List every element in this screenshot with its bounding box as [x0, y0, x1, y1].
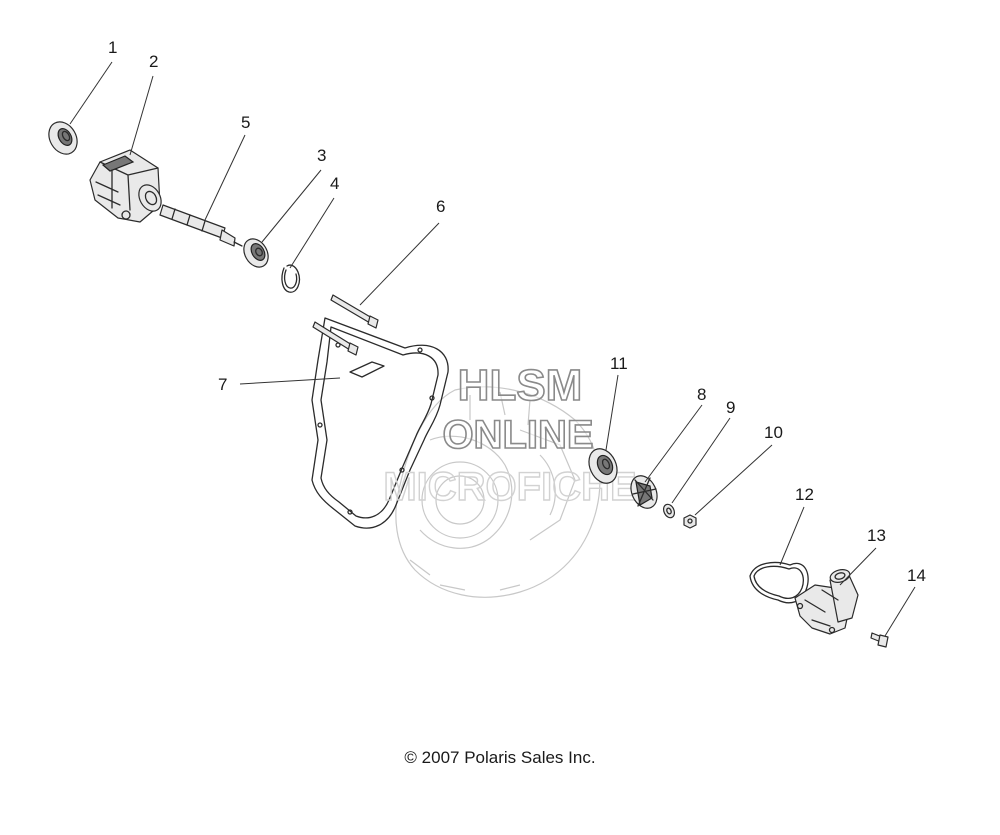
copyright-notice: © 2007 Polaris Sales Inc. [404, 748, 596, 767]
part-6-bolts [312, 294, 379, 356]
label-4: 4 [330, 174, 339, 193]
label-14: 14 [907, 566, 926, 585]
part-12-o-ring [749, 561, 809, 604]
part-11-seal [588, 448, 618, 484]
part-3-bearing [243, 238, 269, 268]
label-9: 9 [726, 398, 735, 417]
part-7-gasket [311, 317, 449, 529]
callout-labels: 1 2 3 4 5 6 7 8 9 10 11 12 13 14 [108, 38, 926, 585]
label-13: 13 [867, 526, 886, 545]
watermark-line2: ONLINE [442, 413, 593, 457]
part-1-seal [48, 121, 78, 155]
label-6: 6 [436, 197, 445, 216]
part-5-shaft [159, 204, 243, 247]
engine-crankcase-cover [395, 386, 601, 598]
label-10: 10 [764, 423, 783, 442]
watermark: HLSM ONLINE MICROFICHE [383, 360, 638, 510]
label-1: 1 [108, 38, 117, 57]
part-13-pump-cover [794, 569, 859, 635]
part-9-washer [662, 503, 676, 519]
part-4-snap-ring [281, 264, 301, 293]
label-5: 5 [241, 113, 250, 132]
label-2: 2 [149, 52, 158, 71]
part-10-nut [683, 514, 697, 529]
leader-lines [69, 61, 916, 637]
label-11: 11 [610, 354, 628, 373]
part-8-impeller [630, 475, 658, 509]
part-2-pump-housing [89, 149, 162, 223]
label-12: 12 [795, 485, 814, 504]
part-14-bolt [870, 632, 889, 648]
label-3: 3 [317, 146, 326, 165]
watermark-line1: HLSM [458, 361, 583, 410]
label-7: 7 [218, 375, 227, 394]
label-8: 8 [697, 385, 706, 404]
